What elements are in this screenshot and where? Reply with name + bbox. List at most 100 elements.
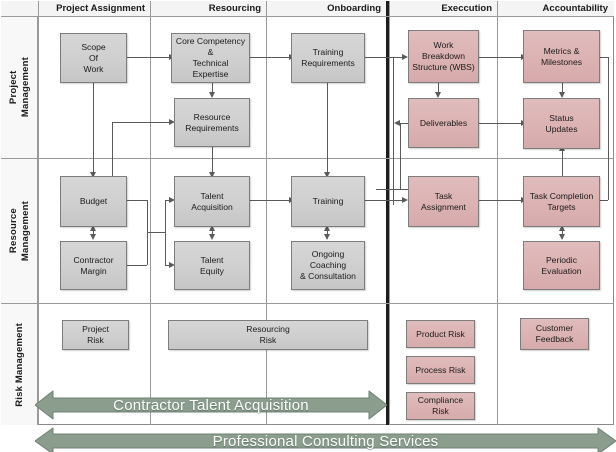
connector-scope-to-core [127, 57, 171, 58]
arrowhead-budget-to-margin [89, 234, 96, 240]
connector-resreq-down [212, 147, 213, 176]
grid-vline-4 [497, 1, 498, 425]
column-header-accountability: Accountability [542, 3, 608, 14]
connector-talent-trunk-v [165, 200, 166, 265]
connector-targets-to-status [562, 149, 563, 176]
grid-hline-header [1, 16, 614, 17]
column-header-project-assignment: Project Assignment [56, 3, 145, 14]
arrowhead-scope-to-budget [89, 172, 96, 178]
arrowhead-to-talent-equity [169, 261, 175, 268]
row-header-risk-management: Risk Management [1, 304, 38, 425]
connector-trunk-branch-h [376, 189, 400, 190]
node-budget[interactable]: Budget [60, 176, 127, 227]
node-training[interactable]: Training [291, 176, 365, 227]
arrowhead-talenteq-to-talentacq [208, 225, 215, 231]
node-core-competency[interactable]: Core Competency&Technical Expertise [171, 33, 250, 83]
node-product-risk-label: Product Risk [416, 328, 465, 339]
connector-deliverables-loop-h1 [400, 123, 410, 124]
connector-metrics-to-status [562, 83, 563, 94]
connector-metrics-loop-v [608, 57, 609, 200]
connector-deliverables-loop-h2 [400, 189, 410, 190]
arrowhead-to-talent-acquisition [169, 196, 175, 203]
banner-arrow-shape-2 [35, 427, 616, 452]
connector-elbow-resreq-horz [112, 122, 171, 123]
grid-vline-3 [389, 1, 390, 425]
arrowhead-trainreq-to-training [323, 172, 330, 178]
node-product-risk[interactable]: Product Risk [406, 320, 475, 348]
connector-trainreq-to-wbs [329, 57, 404, 58]
arrowhead-coaching-to-training [323, 225, 330, 231]
grid-vline-divider-thick [386, 1, 389, 425]
connector-talentacq-to-training [250, 200, 291, 201]
node-process-risk[interactable]: Process Risk [406, 356, 475, 384]
arrowhead-margin-to-budget [89, 225, 96, 231]
banner-label-contractor-talent-acquisition: Contractor Talent Acquisition [113, 396, 309, 414]
column-header-resourcing: Resourcing [208, 3, 261, 14]
node-process-risk-label: Process Risk [415, 364, 466, 375]
grid-vline-1 [150, 1, 151, 425]
connector-wbs-to-metrics [479, 57, 523, 58]
arrowhead-targets-to-periodic [558, 234, 565, 240]
arrowhead-periodic-to-targets [558, 225, 565, 231]
node-training-label: Training [312, 196, 344, 206]
connector-talentacq-talenteq [212, 227, 213, 238]
connector-trunk-onboarding [393, 57, 394, 205]
banner-label-professional-consulting-services: Professional Consulting Services [212, 432, 439, 450]
arrowhead-core-to-resreq [208, 92, 215, 98]
connector-metrics-loop-h1 [600, 57, 608, 58]
node-compliance-risk[interactable]: Compliance Risk [406, 392, 475, 420]
connector-taskassign-to-targets [479, 200, 523, 201]
banner-arrow-shape-1 [35, 390, 387, 420]
connector-scope-down-budget [93, 83, 94, 176]
column-header-onboarding: Onboarding [327, 3, 381, 14]
connector-talent-trunk-h [147, 232, 165, 233]
node-metrics-milestones[interactable]: Metrics &Milestones [523, 30, 600, 83]
grid-hline-2 [1, 303, 614, 304]
arrowhead-training-to-coaching [323, 234, 330, 240]
connector-core-to-resreq [212, 83, 213, 94]
connector-wbs-to-deliverables [438, 83, 439, 94]
connector-targets-periodic [562, 227, 563, 238]
connector-core-to-trainreq [250, 57, 291, 58]
node-budget-label: Budget [79, 196, 108, 206]
connector-budget-out [127, 200, 147, 201]
connector-talent-acq-in [165, 200, 171, 201]
node-metrics-milestones-label: Metrics &Milestones [540, 45, 583, 67]
grid-vline-rowlabel [38, 1, 39, 425]
connector-budget-margin [93, 227, 94, 238]
node-deliverables[interactable]: Deliverables [408, 98, 479, 148]
arrowhead-elbow-to-resreq [169, 118, 175, 125]
arrowhead-talentacq-to-talenteq [208, 234, 215, 240]
node-core-competency-label: Core Competency&Technical Expertise [175, 36, 246, 79]
arrowhead-wbs-to-deliverables [434, 92, 441, 98]
arrowhead-trainreq-to-wbs [402, 53, 408, 60]
connector-talent-eq-in [165, 265, 171, 266]
arrowhead-resreq-to-talent [208, 172, 215, 178]
